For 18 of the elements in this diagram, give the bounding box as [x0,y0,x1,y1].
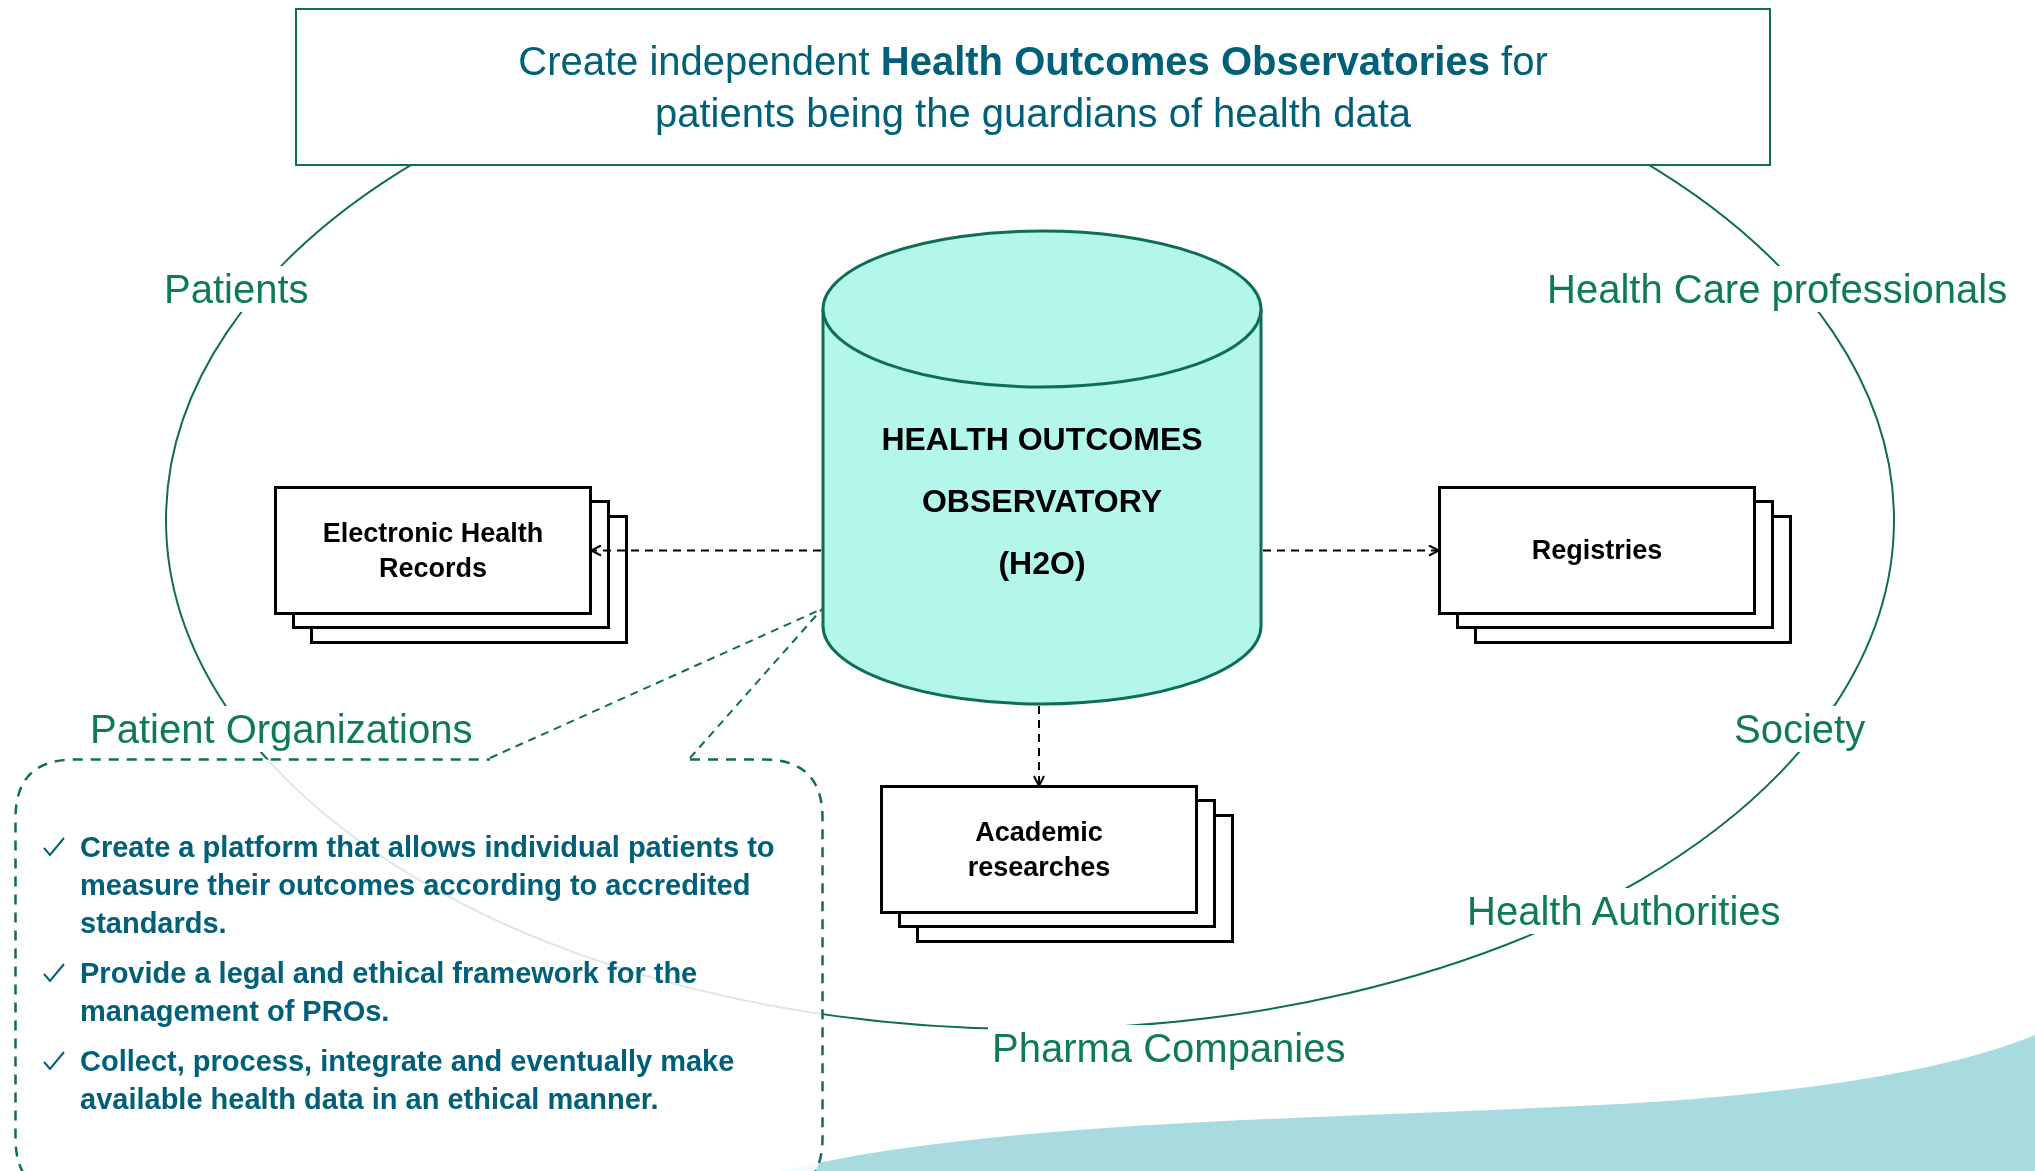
callout-pointer [489,608,823,759]
cylinder-label: OBSERVATORY [921,482,1162,521]
title-box [295,8,1771,166]
document-stack [274,486,629,644]
bullet-text: Collect, process, integrate and eventually make available health data in an ethical manner. [80,1044,736,1117]
dashed-arrow [1033,705,1045,787]
document-label: Electronic Health Records [321,516,545,585]
title-text: Create independent Health Outcomes Observatories for patients being the guardians of health data [517,38,1549,137]
document-label: Academic researches [966,815,1112,884]
cylinder-label: HEALTH OUTCOMES [881,420,1203,459]
dashed-arrow [590,544,822,557]
dashed-arrow [1262,544,1440,557]
document-stack [1438,486,1793,644]
cylinder-label: (H2O) [998,544,1086,583]
document-stack [880,785,1235,943]
bullet-text: Create a platform that allows individual patients to measure their outcomes according to accredited standards. [80,830,776,941]
document-label: Registries [1530,534,1664,567]
bullet-text: Provide a legal and ethical framework for the management of PROs. [80,956,699,1029]
